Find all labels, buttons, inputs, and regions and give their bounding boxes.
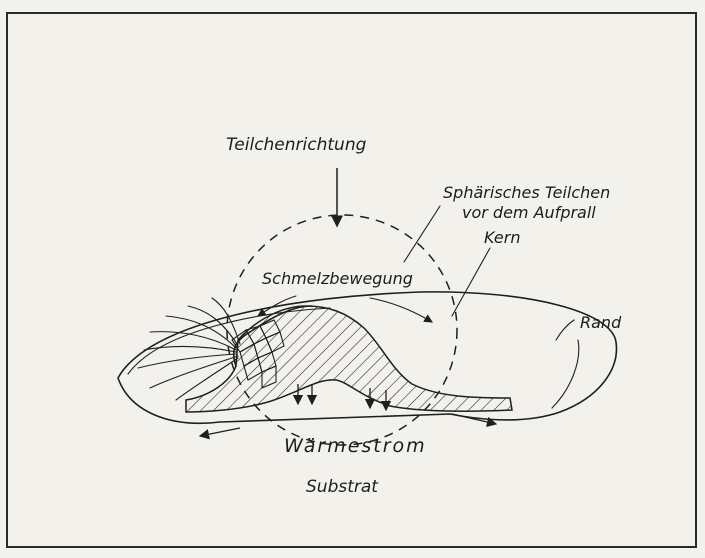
- rim-leader: [556, 320, 574, 340]
- core-leader: [452, 248, 490, 316]
- label-rim: Rand: [580, 313, 622, 332]
- melt-arrow-right: [370, 298, 432, 322]
- spread-arrow-left: [200, 428, 240, 436]
- rim-right-edge: [552, 340, 579, 408]
- label-sphere-1: Sphärisches Teilchen: [443, 183, 610, 202]
- label-melt: Schmelzbewegung: [262, 269, 413, 288]
- label-sphere-2: vor dem Aufprall: [462, 203, 596, 222]
- label-substrate: Substrat: [306, 477, 379, 497]
- label-core: Kern: [484, 228, 520, 247]
- label-heat: Wärmestrom: [284, 435, 427, 457]
- core-hatched: [186, 306, 512, 412]
- sphere-leader: [404, 206, 440, 262]
- label-direction: Teilchenrichtung: [226, 135, 367, 155]
